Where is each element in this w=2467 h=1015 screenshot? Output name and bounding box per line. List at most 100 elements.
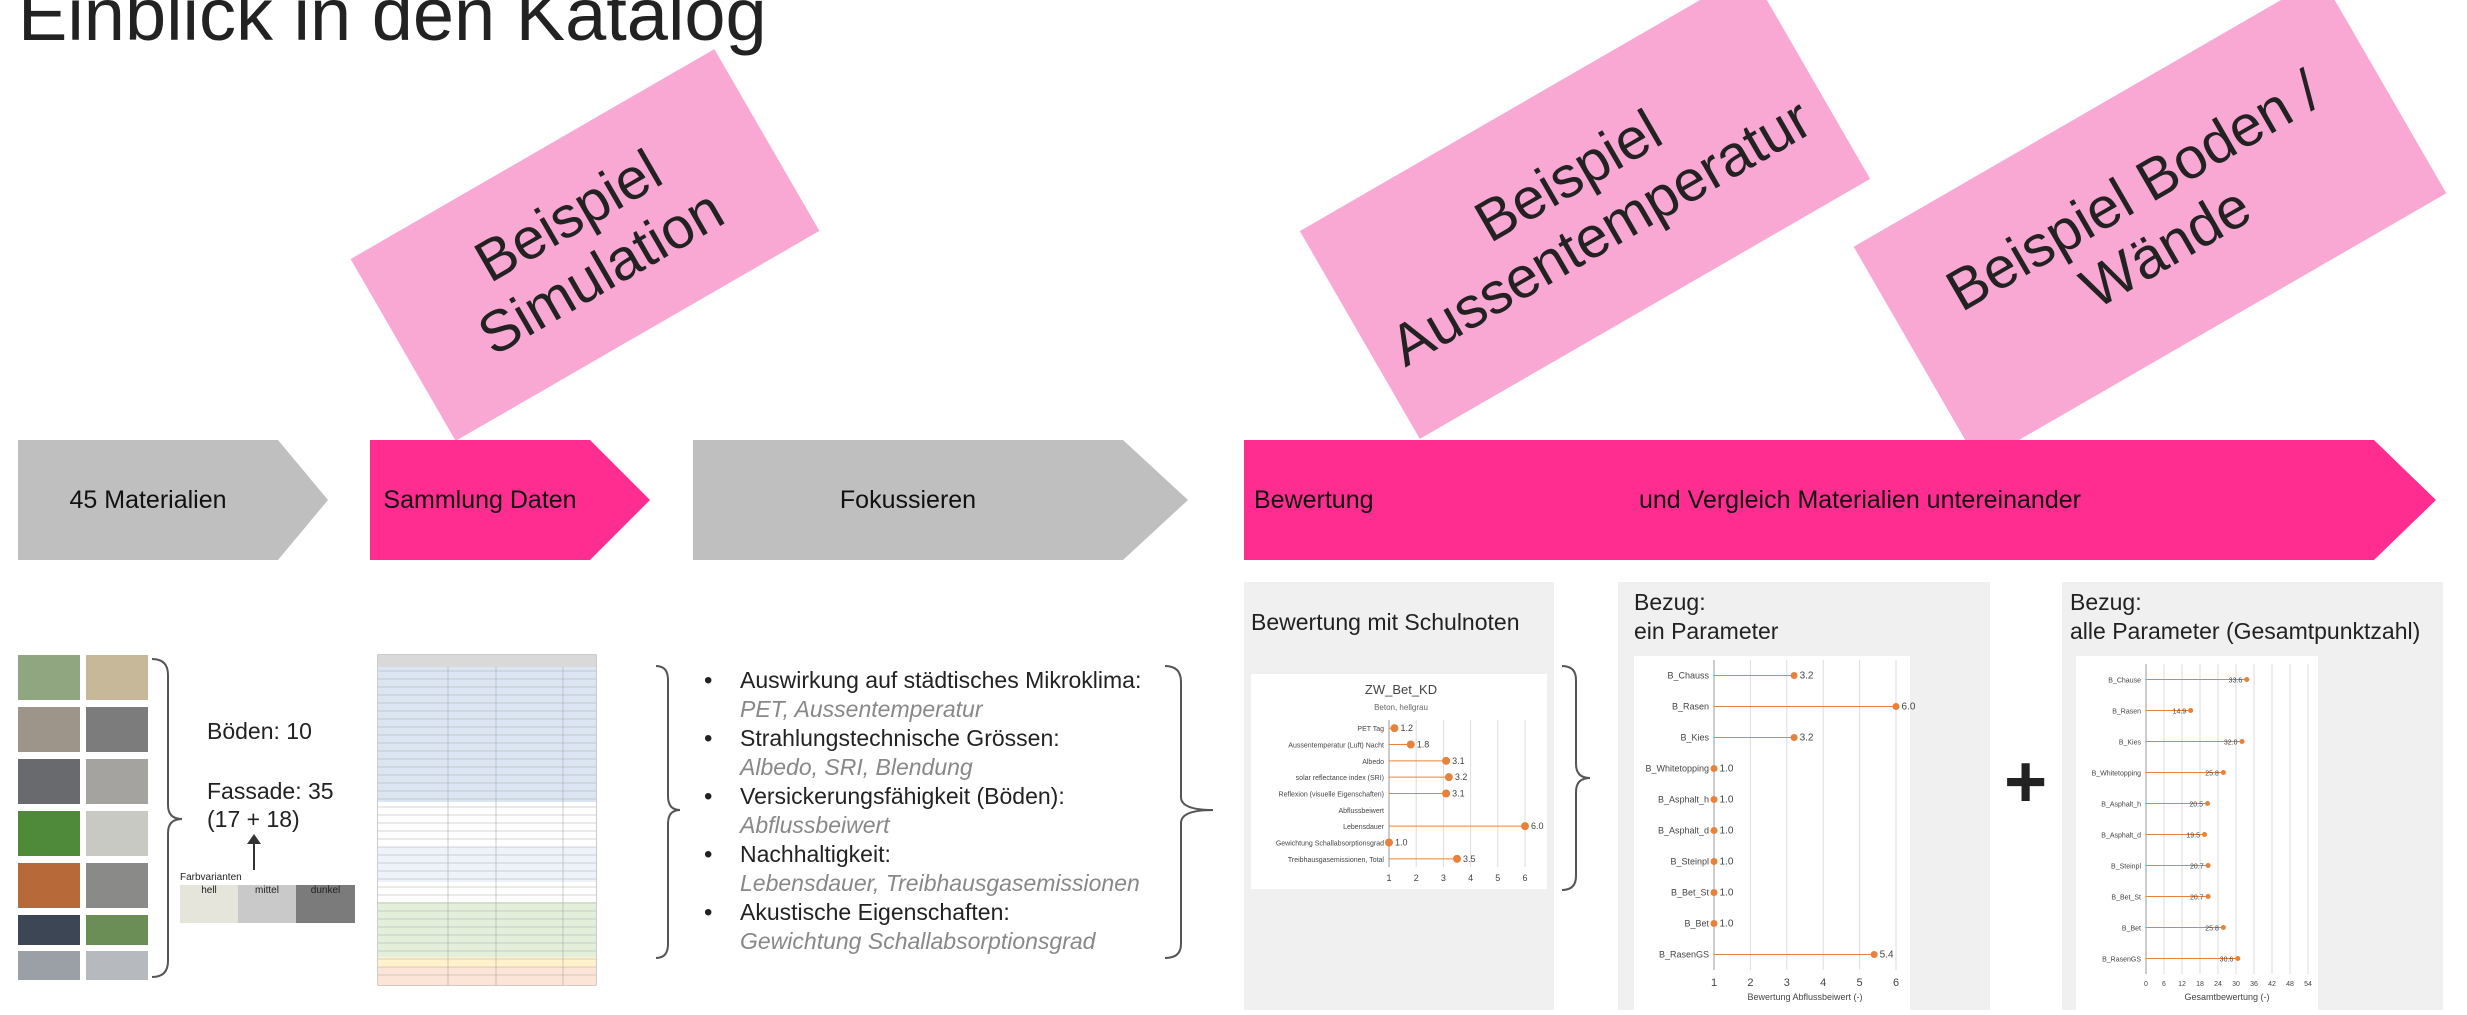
material-photo [18, 707, 80, 752]
data-label: 3.1 [1452, 756, 1465, 766]
material-photo [86, 951, 148, 980]
data-point [1710, 827, 1718, 834]
category-label: Reflexion (visuelle Eigenschaften) [1279, 792, 1384, 799]
brace-right [1561, 665, 1591, 891]
data-point [1790, 672, 1798, 679]
data-label: 1.0 [1720, 826, 1734, 837]
material-photo [18, 655, 80, 700]
data-label: 6.0 [1902, 702, 1916, 713]
category-label: PET Tag [1357, 726, 1384, 733]
data-label: 1.8 [1417, 740, 1430, 750]
data-label: 3.2 [1800, 733, 1814, 744]
data-point [2239, 739, 2245, 744]
tick-label: 2 [1414, 873, 1419, 883]
data-point [1406, 740, 1415, 749]
category-label: Aussentemperatur (Luft) Nacht [1288, 743, 1384, 750]
panel-title: Bezug:ein Parameter [1634, 589, 1779, 644]
data-label: 1.0 [1395, 838, 1408, 848]
data-label: 32.0 [2224, 740, 2238, 747]
data-point [1390, 724, 1399, 733]
count-boeden: Böden: 10 [207, 718, 312, 744]
data-point [2220, 925, 2226, 930]
data-label: 3.5 [1463, 854, 1476, 864]
focus-item: Akustische Eigenschaften:Gewichtung Scha… [700, 898, 1141, 956]
data-point [2202, 832, 2207, 837]
data-point [1710, 858, 1718, 865]
material-photo [86, 707, 148, 752]
x-axis-label: Bewertung Abflussbeiwert (-) [1747, 992, 1862, 1002]
tick-label: 0 [2144, 981, 2148, 988]
data-label: 6.0 [1531, 821, 1544, 831]
material-photo [18, 759, 80, 804]
material-photo-grid [18, 655, 148, 980]
data-point [1790, 734, 1798, 741]
data-point [2220, 770, 2226, 775]
tick-label: 5 [1857, 977, 1863, 989]
tick-label: 18 [2196, 981, 2204, 988]
tick-label: 42 [2268, 981, 2276, 988]
x-axis-label: Gesamtbewertung (-) [2184, 992, 2269, 1002]
tick-label: 1 [1711, 977, 1717, 989]
data-point [1710, 765, 1718, 772]
data-label: 1.0 [1720, 888, 1734, 899]
up-arrow-icon [253, 838, 255, 870]
chart-subtitle: Beton, hellgrau [1374, 703, 1428, 712]
data-label: 30.6 [2220, 957, 2234, 964]
process-step-sammlung-daten: Sammlung Daten [370, 440, 650, 560]
data-label: 3.1 [1452, 789, 1465, 799]
tick-label: 30 [2232, 981, 2240, 988]
tick-label: 5 [1495, 873, 1500, 883]
tick-label: 6 [2162, 981, 2166, 988]
data-point [1453, 854, 1461, 863]
data-label: 1.0 [1720, 795, 1734, 806]
category-label: B_Whitetopping [1645, 764, 1709, 774]
tick-label: 1 [1386, 873, 1391, 883]
data-label: 3.2 [1455, 772, 1468, 782]
spreadsheet-thumbnail [377, 654, 597, 986]
panel-title: Bezug:alle Parameter (Gesamtpunktzahl) [2070, 589, 2421, 644]
category-label: B_Steinpl [2111, 864, 2141, 871]
data-point [1442, 789, 1451, 798]
category-label: Lebensdauer [1343, 824, 1385, 831]
variant-hell: hell [180, 885, 238, 923]
panel-title: Bewertung mit Schulnoten [1251, 609, 1520, 635]
material-photo [86, 811, 148, 856]
focus-item: Nachhaltigkeit:Lebensdauer, Treibhausgas… [700, 840, 1141, 898]
tick-label: 2 [1747, 977, 1753, 989]
data-point [1892, 703, 1900, 710]
data-point [1710, 889, 1718, 896]
material-photo [18, 863, 80, 908]
focus-list: Auswirkung auf städtisches Mikroklima:PE… [700, 666, 1141, 956]
page-title: Einblick in den Katalog [18, 0, 767, 56]
category-label: solar reflectance index (SRI) [1296, 775, 1384, 782]
data-point [1710, 796, 1718, 803]
data-point [2188, 708, 2194, 713]
tick-label: 54 [2304, 981, 2312, 988]
category-label: B_Asphalt_d [1658, 826, 1709, 836]
chart-title: ZW_Bet_KD [1365, 682, 1437, 697]
data-point [1710, 920, 1718, 927]
variant-dunkel: dunkel [296, 885, 355, 923]
category-label: B_RasenGS [1659, 950, 1709, 960]
category-label: B_Asphalt_h [2101, 802, 2141, 809]
data-label: 1.0 [1720, 764, 1734, 775]
category-label: B_Kies [1680, 733, 1709, 743]
data-label: 1.0 [1720, 857, 1734, 868]
data-label: 25.8 [2205, 926, 2219, 933]
category-label: B_Bet [2122, 926, 2141, 933]
plus-sign: + [2004, 740, 2048, 823]
data-label: 14.9 [2173, 709, 2187, 716]
brace-left [1164, 665, 1214, 959]
material-photo [18, 951, 80, 980]
data-label: 3.2 [1800, 671, 1814, 682]
panel-alle-parameter: Bezug:alle Parameter (Gesamtpunktzahl) 0… [2062, 582, 2443, 1010]
count-fassade-split: (17 + 18) [207, 806, 300, 832]
category-label: Albedo [1362, 759, 1384, 766]
category-label: B_RasenGS [2102, 957, 2141, 964]
